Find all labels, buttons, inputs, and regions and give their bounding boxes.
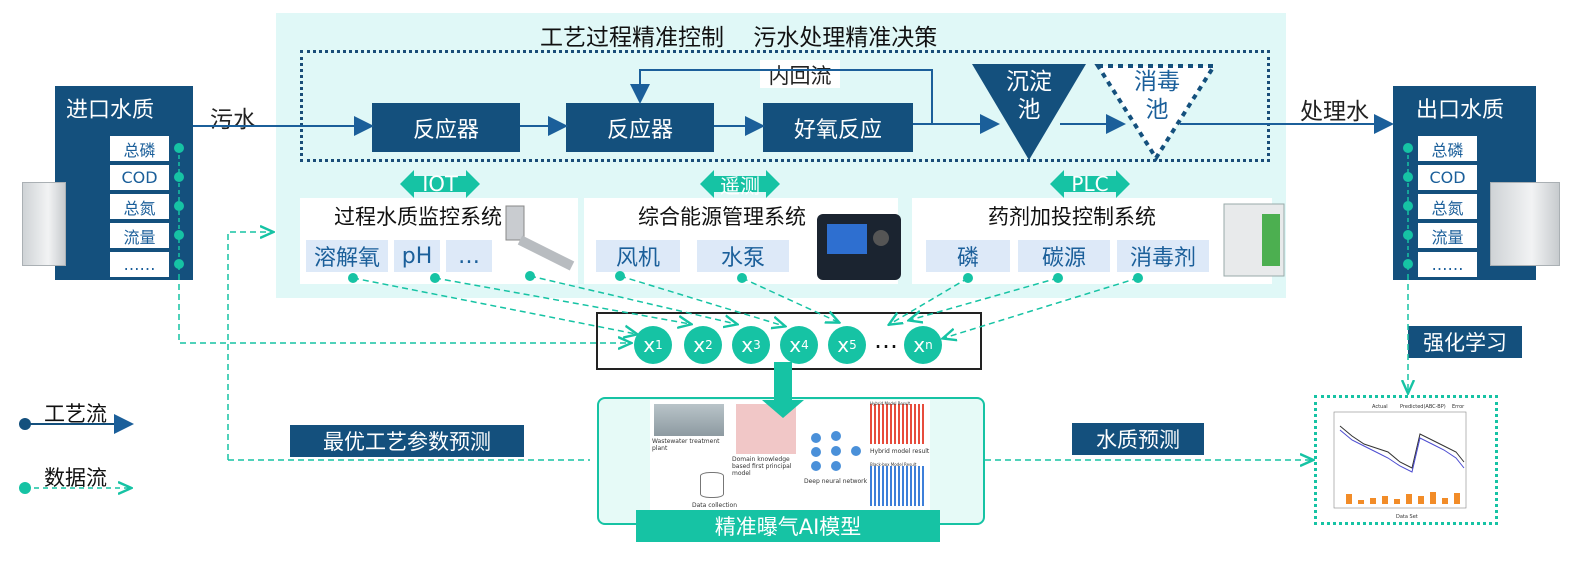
telemetry-tag-label: 遥测 xyxy=(720,173,760,198)
neural-net-icon xyxy=(811,431,861,471)
outlet-title: 出口水质 xyxy=(1415,98,1504,123)
chip-phosphorus: 磷 xyxy=(926,240,1010,272)
aerobic-box: 好氧反应 xyxy=(763,103,913,152)
reactor-box-1: 反应器 xyxy=(372,103,520,152)
legend-data-label: 数据流 xyxy=(44,466,107,490)
inlet-item: …… xyxy=(110,252,169,277)
outlet-item: COD xyxy=(1418,165,1477,190)
inlet-title: 进口水质 xyxy=(65,98,154,123)
disinfect-label: 消毒池 xyxy=(1134,69,1180,123)
ai-hybrid-title: Hybrid Model Result xyxy=(870,401,911,406)
legend-error: Error xyxy=(1452,404,1465,410)
controller-device-icon xyxy=(817,214,901,280)
ai-hybrid-label: Hybrid model result xyxy=(870,448,930,455)
analyzer-cabinet-icon xyxy=(22,182,66,266)
chip-more: … xyxy=(446,240,492,272)
database-icon xyxy=(700,472,724,498)
chip-pump: 水泵 xyxy=(697,240,789,272)
inlet-item: 流量 xyxy=(110,223,169,248)
legend-process-label: 工艺流 xyxy=(44,402,107,426)
reactor-box-2: 反应器 xyxy=(566,103,714,152)
reinforcement-learning-label: 强化学习 xyxy=(1408,326,1522,358)
inlet-item: COD xyxy=(110,165,169,190)
chip-ph: pH xyxy=(394,240,440,272)
treated-label: 处理水 xyxy=(1300,99,1369,125)
legend-actual: Actual xyxy=(1372,404,1388,410)
ai-domain-label: Domain knowledge based first principal m… xyxy=(732,456,792,477)
sediment-tank-icon xyxy=(972,64,1086,160)
outlet-item: …… xyxy=(1418,252,1477,277)
energy-title: 综合能源管理系统 xyxy=(638,205,806,229)
inlet-item: 总氮 xyxy=(110,194,169,219)
ai-plant-label: Wastewater treatment plant xyxy=(652,438,720,452)
process-frame xyxy=(300,50,1270,162)
return-flow-label: 内回流 xyxy=(760,60,840,88)
plc-tag-label: PLC xyxy=(1071,172,1109,196)
iot-tag xyxy=(400,170,480,198)
probe-sensor-icon xyxy=(505,205,575,271)
sewage-label: 污水 xyxy=(210,107,256,133)
chip-disinfectant: 消毒剂 xyxy=(1117,240,1209,272)
chip-carbon-source: 碳源 xyxy=(1018,240,1110,272)
ai-model-title: 精准曝气AI模型 xyxy=(636,510,940,542)
chip-blower: 风机 xyxy=(596,240,680,272)
top-title: 工艺过程精准控制 污水处理精准决策 xyxy=(540,25,938,51)
result-xlabel: Data Set xyxy=(1396,514,1418,520)
plc-tag xyxy=(1050,170,1130,198)
dosing-title: 药剂加投控制系统 xyxy=(988,205,1156,229)
x-node-ellipsis: … xyxy=(874,326,898,354)
disinfect-tank-icon xyxy=(1094,64,1218,162)
iot-tag-label: IOT xyxy=(422,172,458,196)
outlet-item: 流量 xyxy=(1418,223,1477,248)
ai-data-label: Data collection xyxy=(692,502,738,509)
sediment-label: 沉淀池 xyxy=(1006,69,1052,123)
water-monitor-title: 过程水质监控系统 xyxy=(334,205,502,229)
quality-prediction-label: 水质预测 xyxy=(1072,423,1204,455)
plc-device-icon xyxy=(1223,203,1285,277)
outlet-item: 总磷 xyxy=(1418,136,1477,161)
blackbox-result-chart xyxy=(870,466,924,506)
hybrid-result-chart xyxy=(870,404,924,444)
analyzer-cabinet-icon xyxy=(1490,182,1560,266)
inlet-item: 总磷 xyxy=(110,136,169,161)
telemetry-tag xyxy=(700,170,780,198)
ai-dnn-label: Deep neural network xyxy=(804,478,868,485)
ai-blackbox-title: Black-box Model Result xyxy=(870,462,917,467)
legend-predicted: Predicted(ABC-BP) xyxy=(1400,404,1446,410)
plant-image-icon xyxy=(654,404,724,436)
chip-dissolved-oxygen: 溶解氧 xyxy=(306,240,388,272)
outlet-item: 总氮 xyxy=(1418,194,1477,219)
optimal-params-label: 最优工艺参数预测 xyxy=(290,425,524,457)
